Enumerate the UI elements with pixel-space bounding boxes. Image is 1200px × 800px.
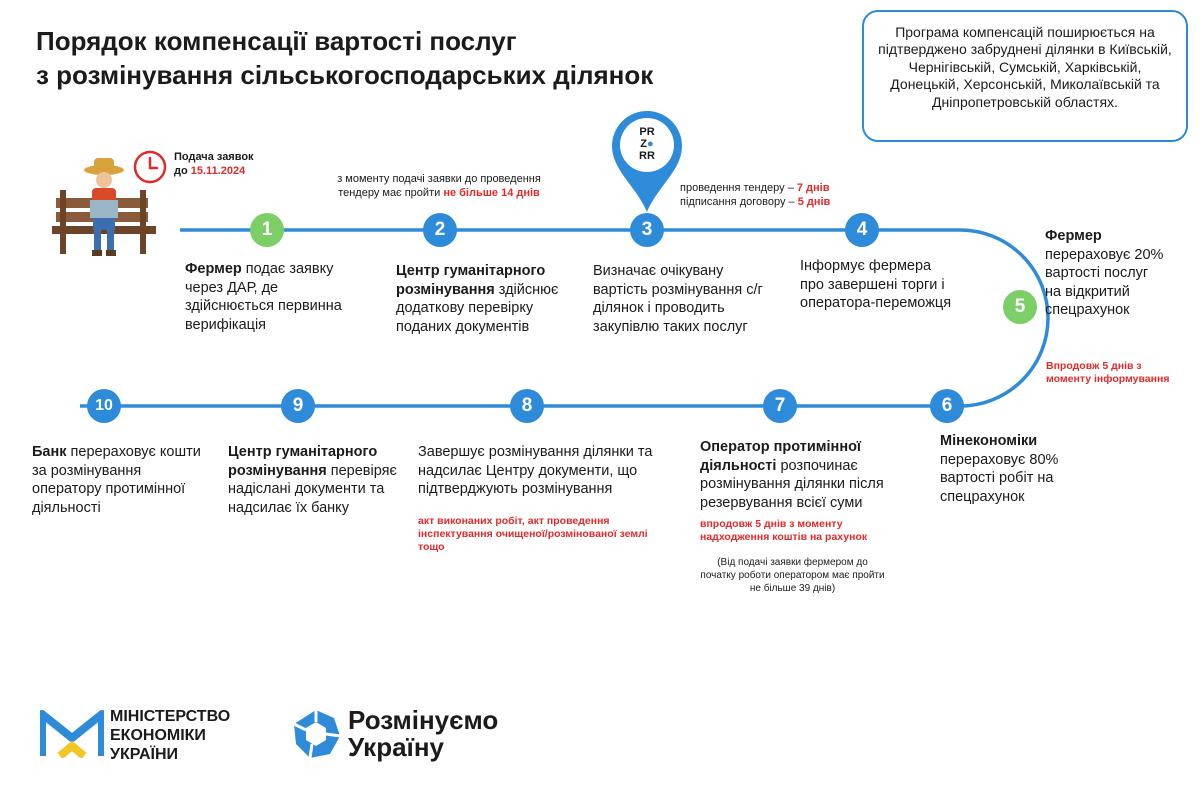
step-5-red-note: Впродовж 5 днів з моменту інформування: [1046, 360, 1170, 385]
step-5-text: Фермер перераховує 20% вартості послуг н…: [1045, 228, 1164, 318]
step-7-red-note: впродовж 5 днів з моменту надходження ко…: [700, 518, 868, 543]
step-9-circle: 9: [281, 389, 315, 423]
tender-deadline-note: з моменту подачі заявки до проведення те…: [337, 173, 541, 199]
step-7-circle: 7: [763, 389, 797, 423]
demining-logo-icon: [293, 710, 341, 759]
step-4-text: Інформує фермера про завершені торги і о…: [800, 258, 952, 311]
step-10-circle: 10: [87, 389, 121, 423]
demining-logo-text: Розмінуємо Україну: [348, 705, 499, 762]
ministry-logo-text: МІНІСТЕРСТВО ЕКОНОМІКИ УКРАЇНИ: [110, 708, 231, 763]
step-7-text: Оператор протимінної діяльності розпочин…: [700, 439, 884, 511]
step-1-text: Фермер подає заявку через ДАР, де здійсн…: [185, 261, 342, 333]
step-5-circle: 5: [1003, 290, 1037, 324]
tender-times-note: проведення тендеру – 7 днів підписання д…: [680, 182, 831, 208]
ministry-logo-icon: [40, 710, 104, 758]
step-2-text: Центр гуманітарного розмінування здійсню…: [396, 263, 559, 335]
step-3-text: Визначає очікувану вартість розмінування…: [593, 263, 763, 335]
step-1-circle: 1: [250, 213, 284, 247]
farmer-icon: [52, 158, 156, 256]
step-3-circle: 3: [630, 213, 664, 247]
deadline-note: Подача заявок до 15.11.2024: [174, 151, 254, 177]
clock-icon: [133, 150, 167, 184]
info-box: Програма компенсацій поширюється на підт…: [862, 10, 1188, 142]
step-2-circle: 2: [423, 213, 457, 247]
step-7-note: (Від подачі заявки фермером до початку р…: [700, 557, 885, 594]
step-6-circle: 6: [930, 389, 964, 423]
step-8-red-note: акт виконаних робіт, акт проведення інсп…: [418, 515, 648, 553]
page-title: Порядок компенсації вартості послуг з ро…: [36, 24, 653, 92]
prozorro-pin-icon: [612, 111, 682, 212]
step-8-circle: 8: [510, 389, 544, 423]
title-line-1: Порядок компенсації вартості послуг: [36, 26, 517, 56]
step-10-text: Банк перераховує кошти за розмінування о…: [32, 444, 201, 516]
step-9-text: Центр гуманітарного розмінування перевір…: [228, 444, 397, 516]
step-6-text: Мінекономіки перераховує 80% вартості ро…: [940, 433, 1059, 505]
prozorro-logo: PR Z● RR: [639, 126, 655, 162]
step-4-circle: 4: [845, 213, 879, 247]
title-line-2: з розмінування сільськогосподарських діл…: [36, 60, 654, 90]
step-8-text: Завершує розмінування ділянки та надсила…: [418, 444, 653, 497]
